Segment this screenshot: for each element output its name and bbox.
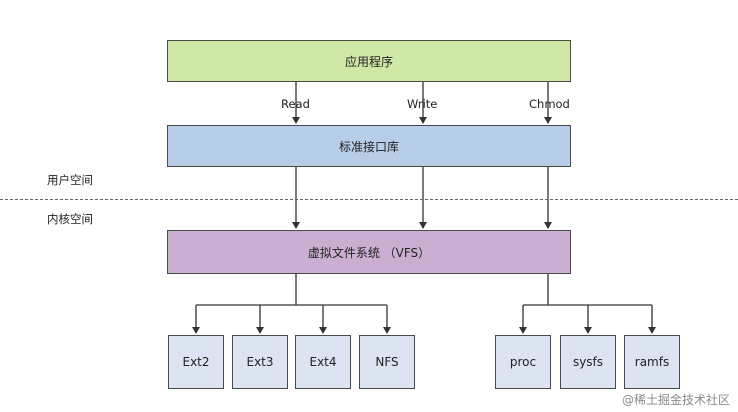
- vfs-layer-label: 虚拟文件系统 （VFS）: [307, 245, 431, 260]
- user-kernel-divider: [0, 199, 738, 200]
- fs-box-ext4: Ext4: [295, 335, 351, 389]
- fs-label-sysfs: sysfs: [572, 355, 604, 369]
- vfs-layer: 虚拟文件系统 （VFS）: [167, 230, 571, 274]
- fs-box-ext3: Ext3: [232, 335, 288, 389]
- fs-label-ext2: Ext2: [182, 355, 210, 369]
- fs-box-proc: proc: [495, 335, 551, 389]
- application-layer: 应用程序: [167, 40, 571, 82]
- fs-label-ramfs: ramfs: [634, 355, 670, 369]
- fs-label-ext3: Ext3: [246, 355, 274, 369]
- fs-box-ext2: Ext2: [168, 335, 224, 389]
- call-chmod-label: Chmod: [529, 97, 570, 111]
- fs-label-nfs: NFS: [375, 355, 399, 369]
- call-read-label: Read: [281, 97, 310, 111]
- fs-label-ext4: Ext4: [309, 355, 337, 369]
- fs-label-proc: proc: [509, 355, 537, 369]
- application-layer-label: 应用程序: [344, 54, 393, 69]
- fs-box-nfs: NFS: [359, 335, 415, 389]
- watermark: @稀土掘金技术社区: [621, 393, 730, 407]
- kernel-space-label: 内核空间: [47, 212, 93, 226]
- fs-box-ramfs: ramfs: [624, 335, 680, 389]
- call-write-label: Write: [407, 97, 438, 111]
- standard-library-label: 标准接口库: [338, 139, 399, 154]
- user-space-label: 用户空间: [47, 173, 93, 187]
- fs-box-sysfs: sysfs: [560, 335, 616, 389]
- standard-library-layer: 标准接口库: [167, 125, 571, 167]
